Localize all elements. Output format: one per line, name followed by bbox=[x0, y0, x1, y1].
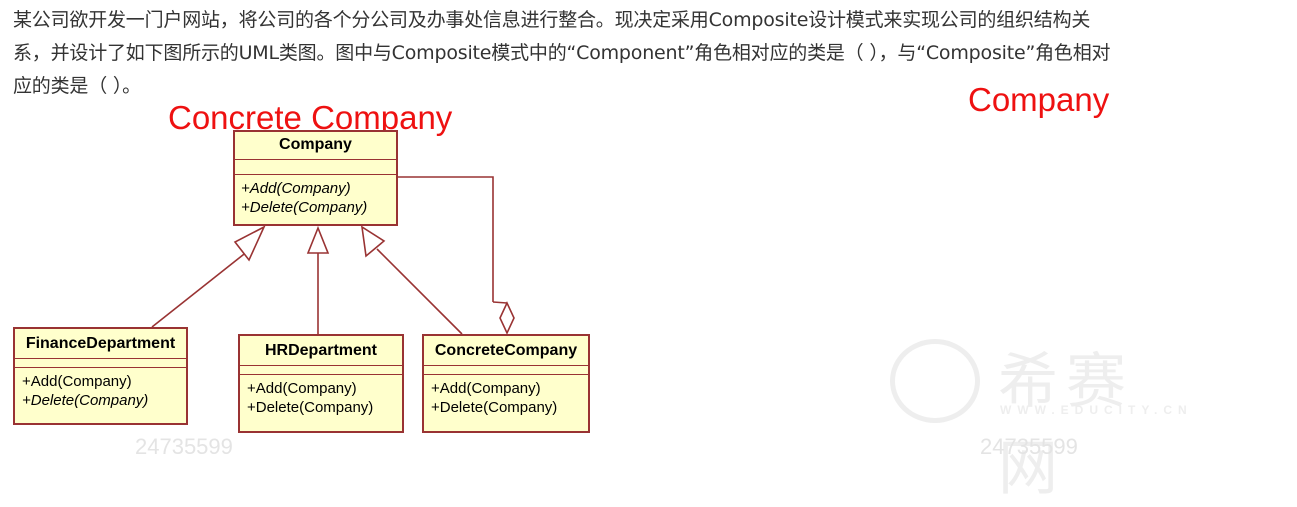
class-operations: +Add(Company) +Delete(Company) bbox=[240, 375, 402, 417]
class-attributes bbox=[424, 366, 588, 375]
class-name: Company bbox=[235, 132, 396, 160]
generalization-hr-arrowhead bbox=[306, 225, 330, 254]
operation-add: +Add(Company) bbox=[431, 380, 541, 397]
question-line-3: 应的类是（ ）。 bbox=[13, 75, 141, 97]
operation-add: +Add(Company) bbox=[247, 380, 357, 397]
operation-add: +Add(Company) bbox=[22, 373, 132, 390]
generalization-finance bbox=[151, 246, 254, 328]
class-operations: +Add(Company) +Delete(Company) bbox=[424, 375, 588, 417]
operation-delete: +Delete(Company) bbox=[22, 392, 149, 409]
generalization-concrete bbox=[376, 248, 463, 335]
aggregation-diamond bbox=[499, 301, 515, 335]
question-text: 某公司欲开发一门户网站，将公司的各个分公司及办事处信息进行整合。现决定采用Com… bbox=[13, 4, 1293, 103]
class-name: HRDepartment bbox=[240, 336, 402, 366]
class-operations: +Add(Company) +Delete(Company) bbox=[15, 368, 186, 410]
class-operations: +Add(Company) +Delete(Company) bbox=[235, 175, 396, 217]
watermark-number-right: 24735599 bbox=[980, 434, 1078, 459]
watermark-logo-sub: WWW.EDUCITY.CN bbox=[1000, 403, 1193, 417]
class-name: ConcreteCompany bbox=[424, 336, 588, 366]
generalization-finance-arrowhead bbox=[233, 225, 266, 262]
operation-delete: +Delete(Company) bbox=[431, 399, 558, 416]
operation-add: +Add(Company) bbox=[241, 180, 351, 197]
watermark-number-left: 24735599 bbox=[135, 434, 233, 459]
uml-class-finance-department: FinanceDepartment +Add(Company) +Delete(… bbox=[13, 327, 188, 425]
operation-delete: +Delete(Company) bbox=[241, 199, 368, 216]
class-attributes bbox=[235, 160, 396, 175]
uml-class-concrete-company: ConcreteCompany +Add(Company) +Delete(Co… bbox=[422, 334, 590, 433]
class-attributes bbox=[15, 359, 186, 368]
question-line-1: 某公司欲开发一门户网站，将公司的各个分公司及办事处信息进行整合。现决定采用Com… bbox=[13, 9, 1091, 31]
uml-class-company: Company +Add(Company) +Delete(Company) bbox=[233, 130, 398, 226]
generalization-concrete-arrowhead bbox=[360, 225, 386, 258]
answer-first: Concrete Company bbox=[168, 99, 453, 136]
answer-second: Company bbox=[968, 81, 1110, 118]
class-attributes bbox=[240, 366, 402, 375]
uml-connectors bbox=[151, 176, 515, 335]
question-line-2: 系，并设计了如下图所示的UML类图。图中与Composite模式中的“Compo… bbox=[13, 42, 1111, 64]
aggregation-line bbox=[398, 176, 494, 302]
operation-delete: +Delete(Company) bbox=[247, 399, 374, 416]
watermark-logo-icon bbox=[890, 339, 980, 423]
aggregation-link bbox=[492, 301, 508, 304]
uml-class-hr-department: HRDepartment +Add(Company) +Delete(Compa… bbox=[238, 334, 404, 433]
class-name: FinanceDepartment bbox=[15, 329, 186, 359]
